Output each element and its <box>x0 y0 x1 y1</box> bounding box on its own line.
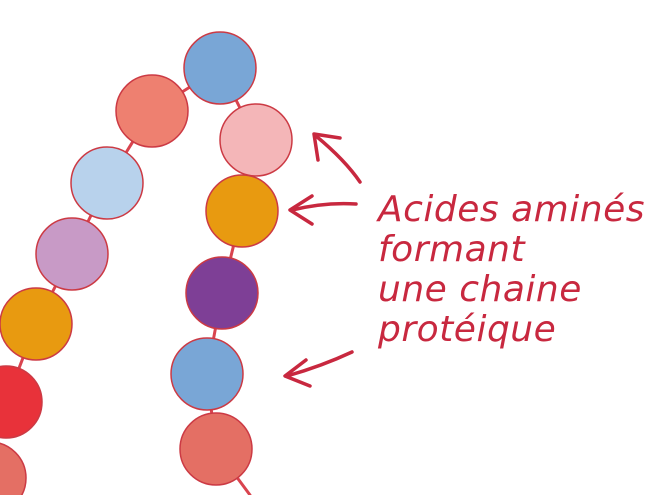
caption-line-3: une chaine <box>378 269 582 310</box>
amino-acid-bead-top-1 <box>183 31 257 105</box>
amino-acid-bead-right-5 <box>179 412 253 486</box>
amino-acid-bead-left-3 <box>35 217 109 291</box>
amino-acid-bead-right-3 <box>185 256 259 330</box>
amino-acid-bead-right-4 <box>170 337 244 411</box>
arrow-to-blue-bead-icon <box>283 350 354 388</box>
caption-amino-acids: Acides aminés formant une chaine protéiq… <box>378 190 660 350</box>
amino-acid-bead-partial <box>0 442 27 495</box>
amino-acid-bead-left-1 <box>0 365 43 439</box>
arrow-to-orange-bead-icon <box>288 194 358 226</box>
caption-line-4: protéique <box>378 309 557 350</box>
amino-acid-bead-right-2 <box>205 174 279 248</box>
caption-line-1: Acides aminés <box>378 189 645 230</box>
amino-acid-bead-left-5 <box>115 74 189 148</box>
arrow-to-pink-bead-icon <box>312 132 362 184</box>
caption-line-2: formant <box>378 229 526 270</box>
amino-acid-bead-left-4 <box>70 146 144 220</box>
amino-acid-bead-right-1 <box>219 103 293 177</box>
amino-acid-bead-left-2 <box>0 287 73 361</box>
